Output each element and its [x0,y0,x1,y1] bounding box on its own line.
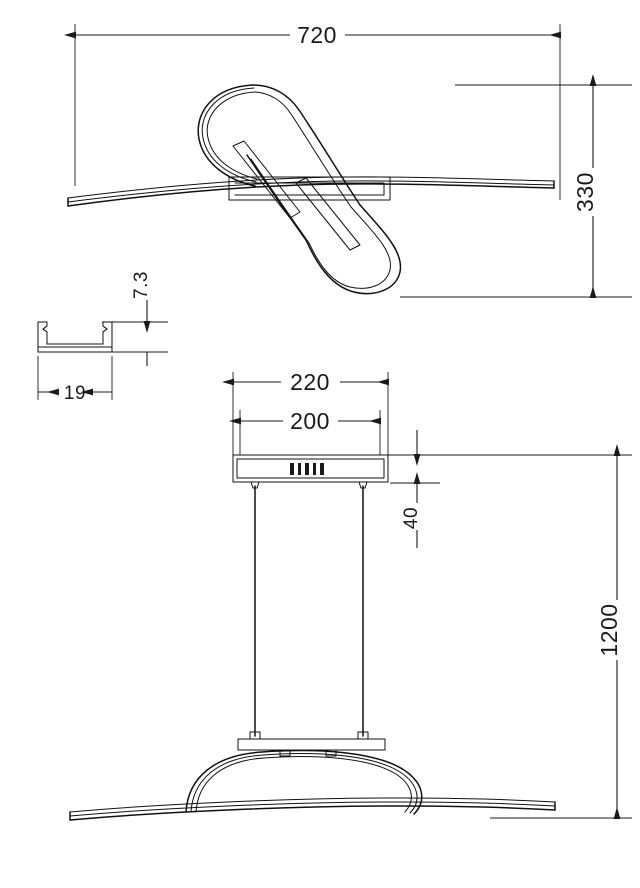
dimension-330 [400,74,632,298]
dimension-40 [388,430,632,548]
dimension-label-19: 19 [64,383,86,404]
mounting-bar [237,738,386,751]
pendant-front-geometry [69,454,556,821]
dimension-1200 [490,444,632,819]
dimension-220 [222,372,389,455]
dimension-label-220: 220 [290,369,330,395]
dimension-label-200: 200 [290,408,330,434]
dimension-label-7-3: 7.3 [131,271,152,299]
dimension-label-330: 330 [572,172,598,212]
dimension-720 [64,24,561,200]
extrusion-profile-geometry [37,321,113,353]
dimension-label-40: 40 [401,507,422,529]
dimension-label-1200: 1200 [596,603,622,656]
dimension-19 [37,356,113,400]
ribbon-lamp-plan-geometry [67,84,555,295]
canopy-vent-slots [290,463,324,475]
dimension-label-720: 720 [297,22,337,48]
dimension-200 [229,410,381,455]
dimension-7-3 [102,300,168,366]
